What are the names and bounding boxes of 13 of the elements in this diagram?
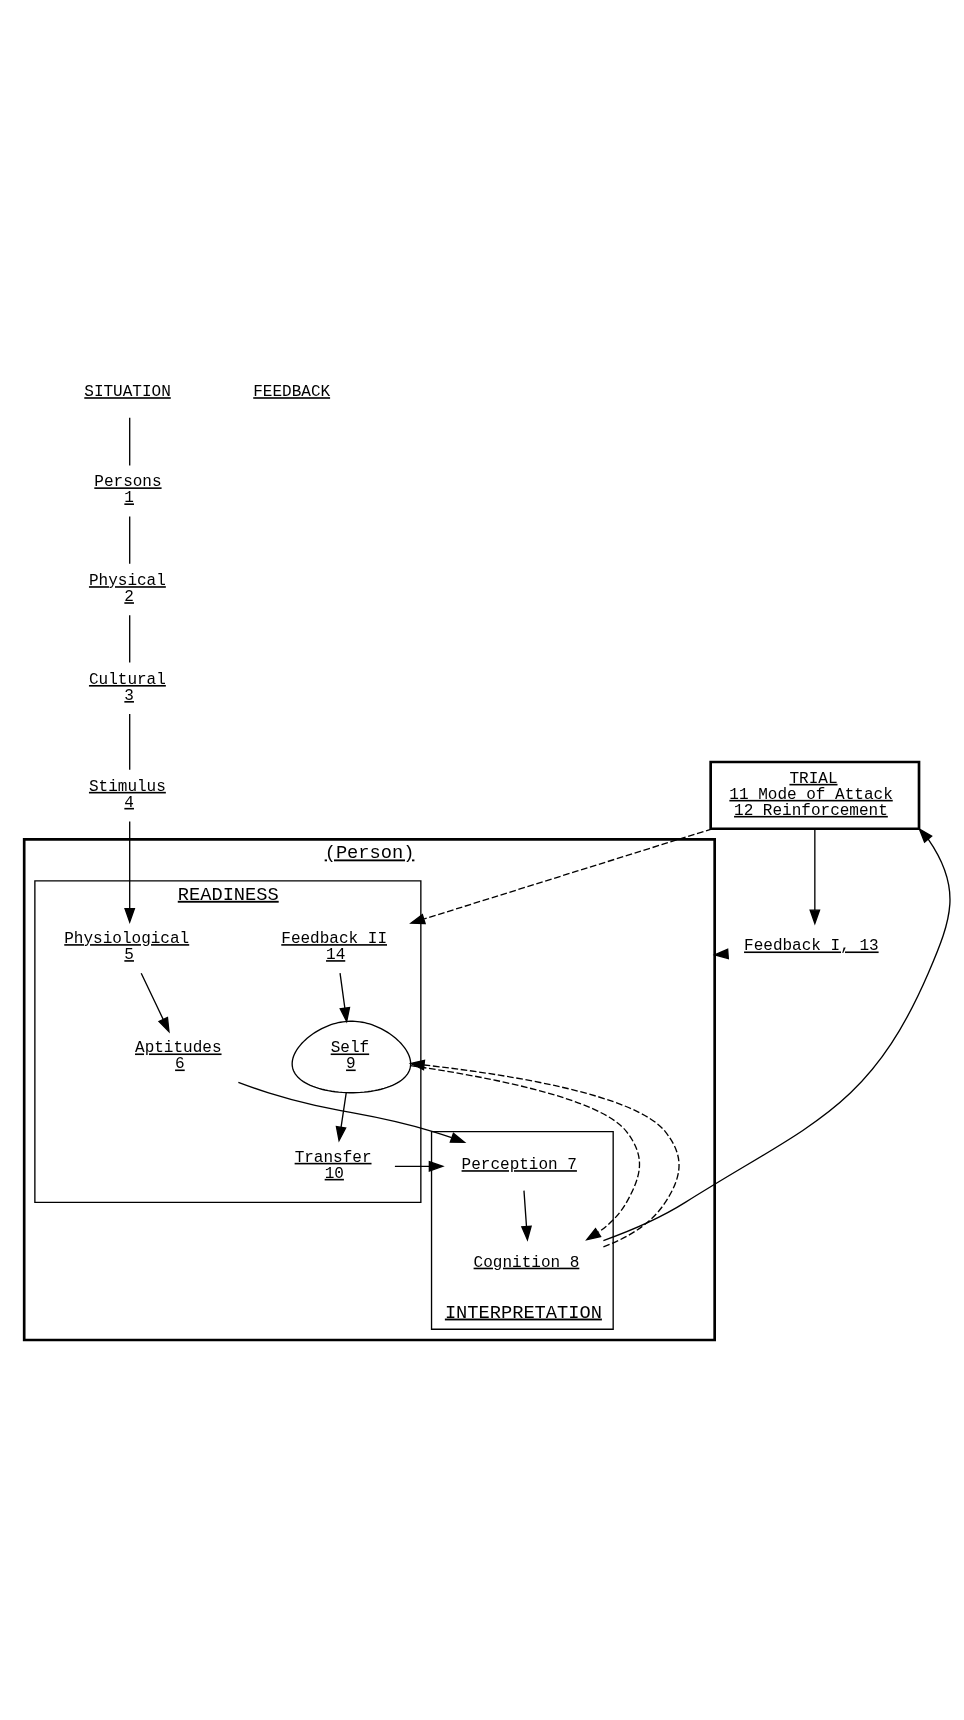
node-text: Cultural 3	[88, 671, 166, 706]
node-text: Feedback I, 13	[744, 937, 879, 956]
node-text: Perception 7	[461, 1156, 577, 1175]
label: FEEDBACK	[253, 383, 331, 402]
node-text: Feedback II 14	[281, 930, 388, 965]
node-text: Aptitudes 6	[135, 1039, 222, 1074]
node-text: Persons 1	[94, 473, 162, 508]
node-text: Physical 2	[88, 572, 166, 607]
node-text: Physiological 5	[64, 930, 190, 965]
node-text: Stimulus 4	[88, 777, 166, 812]
node-text: Transfer 10	[294, 1148, 372, 1183]
node-text: SITUATION	[84, 383, 171, 402]
node-text: Cognition 8	[473, 1253, 580, 1272]
